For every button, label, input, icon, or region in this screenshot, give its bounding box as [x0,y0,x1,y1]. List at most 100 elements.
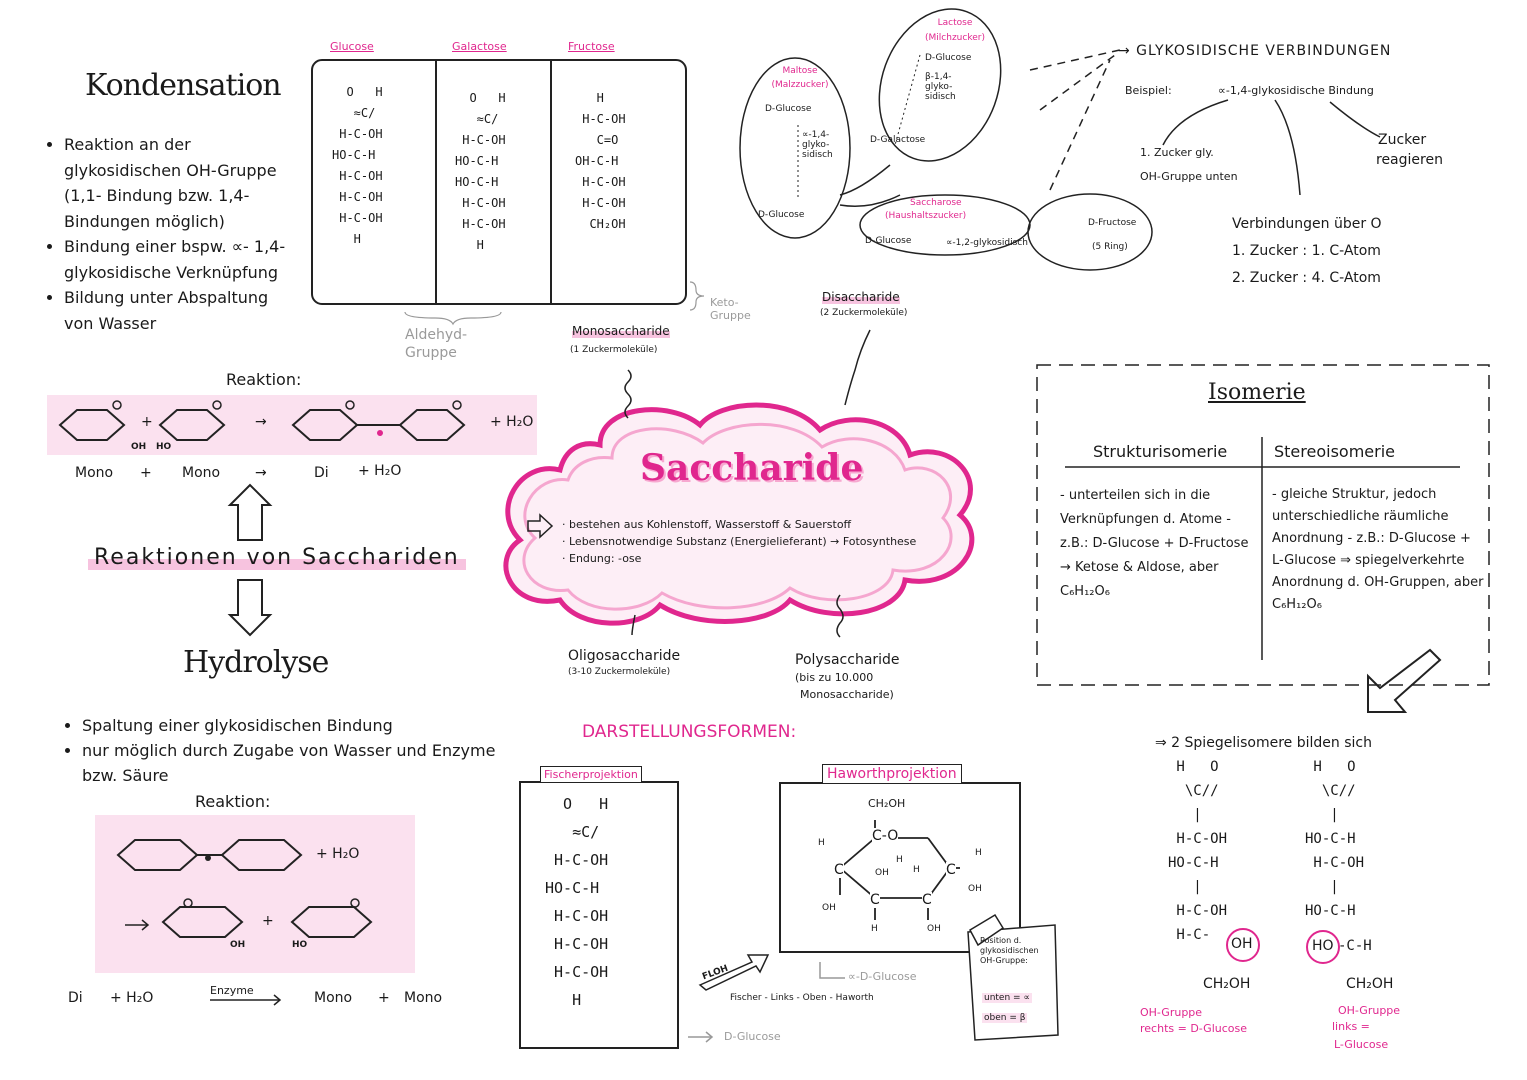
haworth-ch2oh: CH₂OH [868,797,906,810]
kondensation-plus: + [141,414,153,430]
mono-label: Monosaccharide [572,324,670,338]
l-glucose-ch2oh: CH₂OH [1346,976,1394,992]
cloud-line-3: · Endung: -ose [562,552,642,565]
d-glucose-ch2oh: CH₂OH [1203,976,1251,992]
saccharose-bubble-right [1027,193,1153,271]
up-arrow [227,483,273,541]
haworth-h-5: H [871,924,878,934]
lactose-sub: (Milchzucker) [925,33,985,43]
note-title: Position d. glykosidischen OH-Gruppe: [980,936,1039,965]
alpha-d-glucose: ∝-D-Glucose [848,970,917,983]
fructose-formula: H H-C-OH C=O OH-C-H H-C-OH H-C-OH CH₂OH [575,91,626,231]
hydrolyse-enzyme: Enzyme [210,984,254,997]
isomerie-box [1036,364,1490,686]
glyko-left-2: OH-Gruppe unten [1140,170,1238,183]
d-glucose-oh: OH [1231,936,1253,952]
header-fructose: Fructose [568,40,615,53]
l-glucose-ch: -C-H [1338,938,1372,954]
hydrolyse-eq-mono-2: Mono [404,990,443,1006]
haworth-oh-1: OH [875,868,889,878]
kondensation-eq-plus: + [140,465,152,481]
d-note-2: rechts = D-Glucose [1140,1022,1247,1035]
saccharose-right: D-Fructose [1088,218,1137,228]
header-glucose: Glucose [330,40,374,53]
note-oben: oben = β [982,1013,1028,1023]
kondensation-ho: HO [156,442,172,452]
note-unten: unten = ∝ [982,993,1032,1003]
kondensation-title: Kondensation [85,68,282,103]
saccharide-cloud [503,402,975,626]
glyko-right-2: reagieren [1376,152,1443,168]
kondensation-bullet-2: Bindung einer bspw. ∝- 1,4-glykosidische… [64,234,298,285]
saccharose-left: D-Glucose [865,236,912,246]
isomerie-title: Isomerie [1208,380,1306,405]
d-glucose-label: D-Glucose [724,1030,781,1043]
haworth-oh-2: OH [822,903,836,913]
hydrolyse-eq-mono-1: Mono [314,990,353,1006]
aldehyd-label: Aldehyd-Gruppe [405,327,468,361]
hydrolyse-bullet-1: Spaltung einer glykosidischen Bindung [82,713,506,738]
keto-bracket [689,281,705,311]
l-glucose-ho: HO [1312,938,1334,954]
hydrolyse-bullets: Spaltung einer glykosidischen Bindung nu… [56,713,506,788]
hydrolyse-bullet-2: nur möglich durch Zugabe von Wasser und … [82,738,506,788]
haworth-h-1: H [818,838,825,848]
cloud-line-2: · Lebensnotwendige Substanz (Energielief… [562,535,917,548]
di-sub: (2 Zuckermoleküle) [820,308,908,318]
glucose-formula: O H ≈C/ H-C-OH HO-C-H H-C-OH H-C-OH H-C-… [332,85,383,246]
glyko-verb-1: Verbindungen über O [1232,216,1382,232]
reaktionen-title: Reaktionen von Sacchariden [88,545,466,570]
monosaccharide-box [311,59,687,305]
glyko-right-1: Zucker [1378,132,1427,148]
sticky-note [967,924,1059,1041]
kondensation-eq-arrow: → [255,465,267,481]
kondensation-bullet-3: Bildung unter Abspaltung von Wasser [64,285,298,336]
down-arrow [227,579,273,637]
hydrolyse-eq-plus: + [378,990,390,1006]
fischer-label: Fischerprojektion [540,766,642,783]
maltose-bond: ∝-1,4-glyko-sidisch [802,130,833,160]
maltose-bubble [739,57,851,239]
haworth-h-2: H [896,855,903,865]
lactose-title: Lactose [937,18,973,28]
cloud-text: · bestehen aus Kohlenstoff, Wasserstoff … [562,516,982,567]
haworth-ring [839,820,960,920]
kondensation-rings [58,409,466,441]
maltose-top: D-Glucose [765,104,812,114]
haworth-label: Haworthprojektion [822,764,962,784]
fischer-formula: O H ≈C/ H-C-OH HO-C-H H-C-OH H-C-OH H-C-… [545,795,609,1009]
haworth-c-4: C [922,892,932,908]
hydrolyse-eq-h2o: + H₂O [110,990,154,1006]
glyko-bsp-text: ∝-1,4-glykosidische Bindung [1218,84,1374,97]
kondensation-reaction-label: Reaktion: [226,370,302,389]
kondensation-bullets: Reaktion an der glykosidischen OH-Gruppe… [38,132,298,336]
spiegel-title: ⇒ 2 Spiegelisomere bilden sich [1155,735,1372,751]
kondensation-h2o: + H₂O [490,414,534,430]
poly-sub-2: Monosaccharide) [800,688,894,701]
glyko-left-1: 1. Zucker gly. [1140,146,1214,159]
kondensation-plus-h2o: + H₂O [358,463,402,479]
glyko-title: → GLYKOSIDISCHE VERBINDUNGEN [1118,43,1392,59]
lactose-bottom: D-Galactose [870,135,926,145]
poly-sub-1: (bis zu 10.000 [795,671,874,684]
hydrolyse-eq-di: Di [68,990,83,1006]
floh-text: Fischer - Links - Oben - Haworth [730,993,874,1003]
cloud-line-1: · bestehen aus Kohlenstoff, Wasserstoff … [562,518,852,531]
l-note-1: OH-Gruppe [1338,1004,1401,1017]
poly-title: Polysaccharide [795,652,900,668]
lactose-top: D-Glucose [925,53,972,63]
kondensation-mono-1: Mono [75,465,114,481]
lactose-bond: β-1,4-glyko-sidisch [925,72,956,102]
glyko-verb-2: 1. Zucker : 1. C-Atom [1232,243,1381,259]
kondensation-mono-2: Mono [182,465,221,481]
hydrolyse-reaction-bg [95,815,415,973]
kondensation-di: Di [314,465,329,481]
haworth-c-2: C [946,862,956,878]
haworth-h-3: H [913,865,920,875]
isomerie-col-1: Strukturisomerie [1093,442,1228,461]
hydrolyse-ho: HO [292,940,308,950]
header-galactose: Galactose [452,40,507,53]
hydrolyse-rings [116,839,373,938]
l-note-2: links = [1332,1020,1370,1033]
darstellung-title: DARSTELLUNGSFORMEN: [582,722,797,742]
